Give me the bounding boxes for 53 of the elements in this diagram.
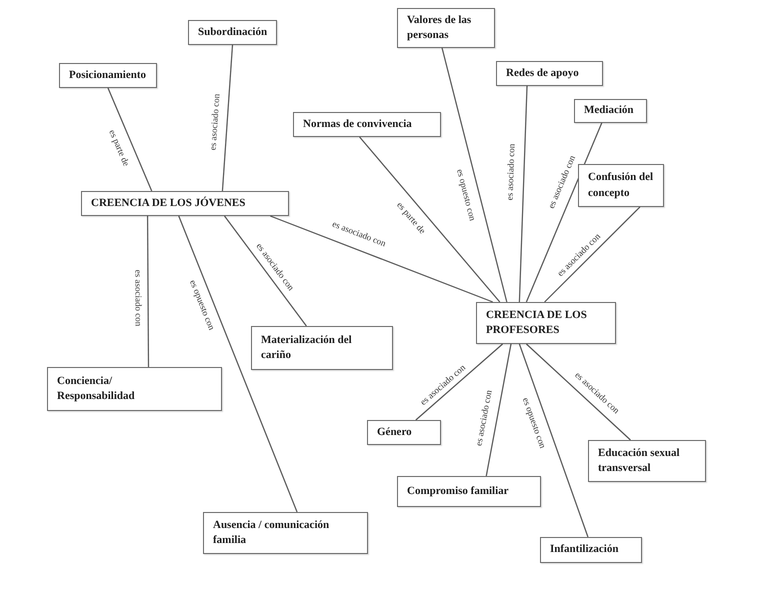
concept-text: Redes de apoyo (506, 66, 579, 81)
central-concept-text: CREENCIA DE LOS JÓVENES (91, 196, 246, 211)
concept-box (588, 440, 706, 482)
connector-line (224, 216, 307, 326)
concept-text: Género (377, 424, 412, 440)
concept-text: Valores de las personas (407, 12, 472, 43)
connector-line (415, 344, 503, 420)
connector-line (442, 48, 508, 302)
connector-line (222, 44, 234, 192)
connector-line (178, 216, 298, 512)
concept-box (293, 112, 441, 137)
edge-label: es asociado con (505, 143, 516, 202)
concept-text: Infantilización (550, 542, 618, 558)
concept-box (251, 326, 393, 370)
concept-box (574, 99, 647, 123)
central-concept-box (81, 191, 289, 216)
connector-line (270, 215, 494, 303)
central-concept-text: CREENCIA DE LOS PROFESORES (486, 308, 588, 338)
connector-line (146, 216, 150, 367)
concept-box (397, 8, 495, 48)
concept-text: Posicionamiento (69, 68, 146, 83)
concept-text: Mediación (584, 103, 634, 118)
concept-box (59, 63, 157, 88)
concept-text: Normas de convivencia (303, 116, 412, 132)
edge-label: es asociado con (133, 268, 143, 327)
concept-box (578, 164, 664, 207)
connector-line (544, 206, 640, 302)
connector-line (486, 344, 512, 476)
connector-line (526, 122, 602, 302)
connector-line (526, 344, 631, 440)
concept-text: Educación sexual transversal (598, 446, 681, 476)
connector-line (518, 86, 528, 302)
concept-text: Conciencia/ Responsabilidad (57, 374, 136, 404)
concept-box (397, 476, 541, 507)
edge-label: es opuesto con (454, 168, 477, 224)
concept-text: Ausencia / comunicación familia (213, 518, 330, 548)
connector-line (359, 136, 500, 302)
concept-box (203, 512, 368, 554)
concept-text: Confusión del concepto (588, 170, 654, 200)
concept-box (47, 367, 222, 411)
concept-text: Subordinación (198, 24, 268, 40)
concept-text: Materialización del cariño (261, 332, 353, 363)
central-concept-box (476, 302, 616, 344)
edge-label: es opuesto con (520, 396, 547, 451)
concept-box (540, 537, 642, 563)
connector-line (518, 344, 588, 538)
concept-text: Compromiso familiar (407, 484, 509, 499)
edge-label: es asociado con (208, 92, 222, 152)
concept-box (188, 20, 277, 45)
concept-box (496, 61, 603, 86)
edge-label: es asociado con (474, 388, 494, 448)
concept-box (367, 420, 441, 445)
connector-line (107, 88, 152, 192)
